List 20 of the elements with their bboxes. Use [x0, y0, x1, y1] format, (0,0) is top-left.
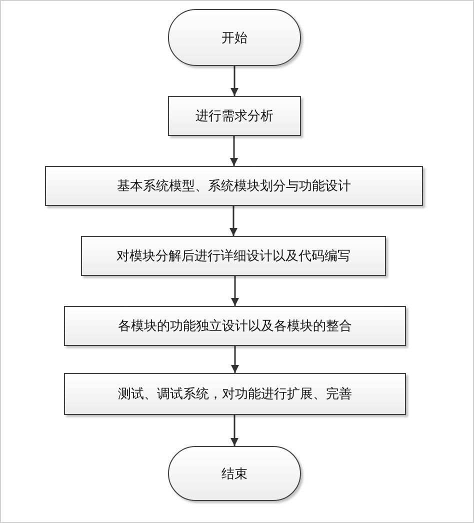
terminal-node [168, 446, 301, 501]
node-label: 对模块分解后进行详细设计以及代码编写 [116, 248, 350, 265]
node-label: 各模块的功能独立设计以及各模块的整合 [118, 318, 352, 335]
process-box [168, 96, 301, 136]
process-box [45, 166, 423, 206]
terminal-node [168, 9, 301, 66]
arrow [231, 276, 239, 306]
node-label: 基本系统模型、系统模块划分与功能设计 [117, 178, 351, 195]
process-box [81, 236, 386, 276]
arrow [230, 415, 238, 446]
arrow [231, 346, 239, 373]
process-box [64, 373, 406, 415]
arrow [230, 206, 238, 236]
node-label: 结束 [222, 466, 248, 482]
node-label: 进行需求分析 [196, 108, 274, 125]
arrow [230, 66, 238, 96]
node-label: 开始 [222, 30, 248, 46]
node-label: 测试、调试系统，对功能进行扩展、完善 [118, 386, 352, 403]
process-box [64, 306, 406, 346]
arrow [230, 136, 238, 166]
